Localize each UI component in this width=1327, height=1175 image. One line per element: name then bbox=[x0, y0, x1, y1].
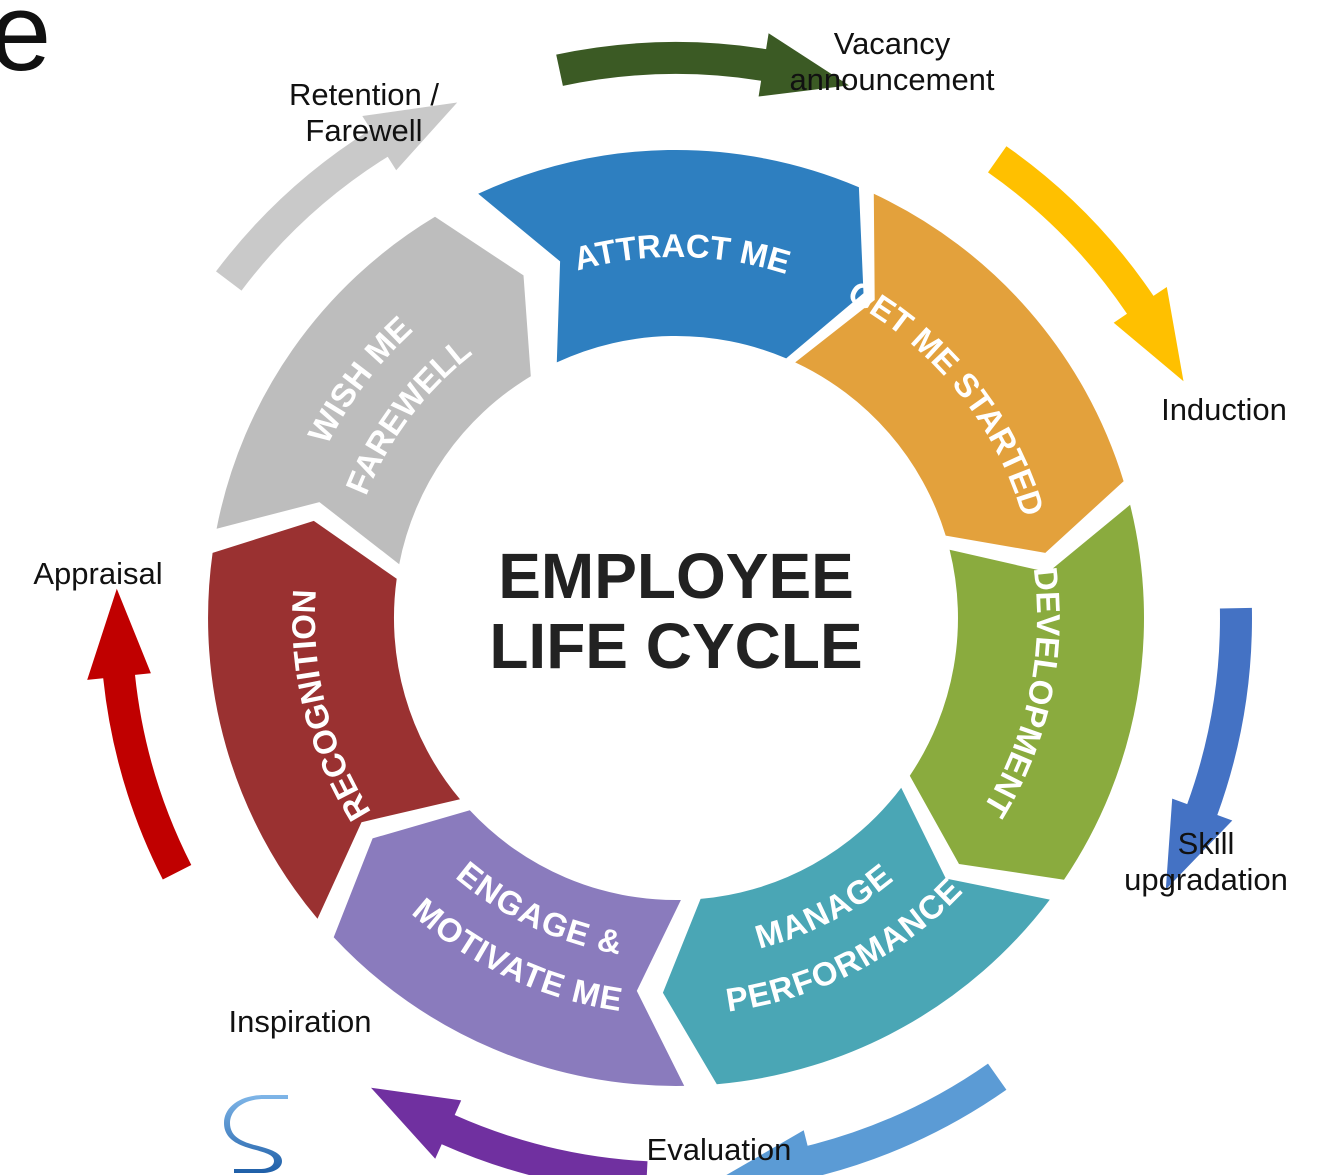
label-retention-farewell: Retention /Farewell bbox=[289, 77, 439, 148]
segment-development bbox=[909, 504, 1145, 880]
page-title-fragment: e bbox=[0, 0, 51, 94]
center-title-line-2: LIFE CYCLE bbox=[489, 610, 862, 682]
segment-recognition bbox=[208, 520, 460, 919]
inspiration-arrow-icon bbox=[371, 1087, 648, 1175]
label-inspiration: Inspiration bbox=[228, 1004, 371, 1039]
label-evaluation: Evaluation bbox=[647, 1132, 792, 1167]
skill-arrow-icon bbox=[1165, 607, 1252, 890]
segment-manage-performance bbox=[662, 787, 1050, 1085]
retention-arrow-icon bbox=[216, 102, 458, 291]
vacancy-arrow-icon bbox=[556, 33, 849, 97]
s-logo-icon bbox=[224, 1095, 288, 1173]
center-title: EMPLOYEE LIFE CYCLE bbox=[489, 540, 862, 682]
outer-arrows bbox=[87, 33, 1252, 1175]
appraisal-arrow-icon bbox=[87, 588, 192, 880]
evaluation-arrow-icon bbox=[726, 1063, 1007, 1175]
segment-wish-me-farewell bbox=[216, 216, 531, 565]
center-title-line-1: EMPLOYEE bbox=[498, 540, 854, 612]
segment-engage-motivate-me bbox=[333, 810, 685, 1086]
label-appraisal: Appraisal bbox=[33, 556, 162, 591]
segment-get-me-started bbox=[795, 193, 1124, 553]
segment-attract-me bbox=[478, 149, 864, 363]
label-induction: Induction bbox=[1161, 392, 1287, 427]
induction-arrow-icon bbox=[988, 146, 1184, 382]
